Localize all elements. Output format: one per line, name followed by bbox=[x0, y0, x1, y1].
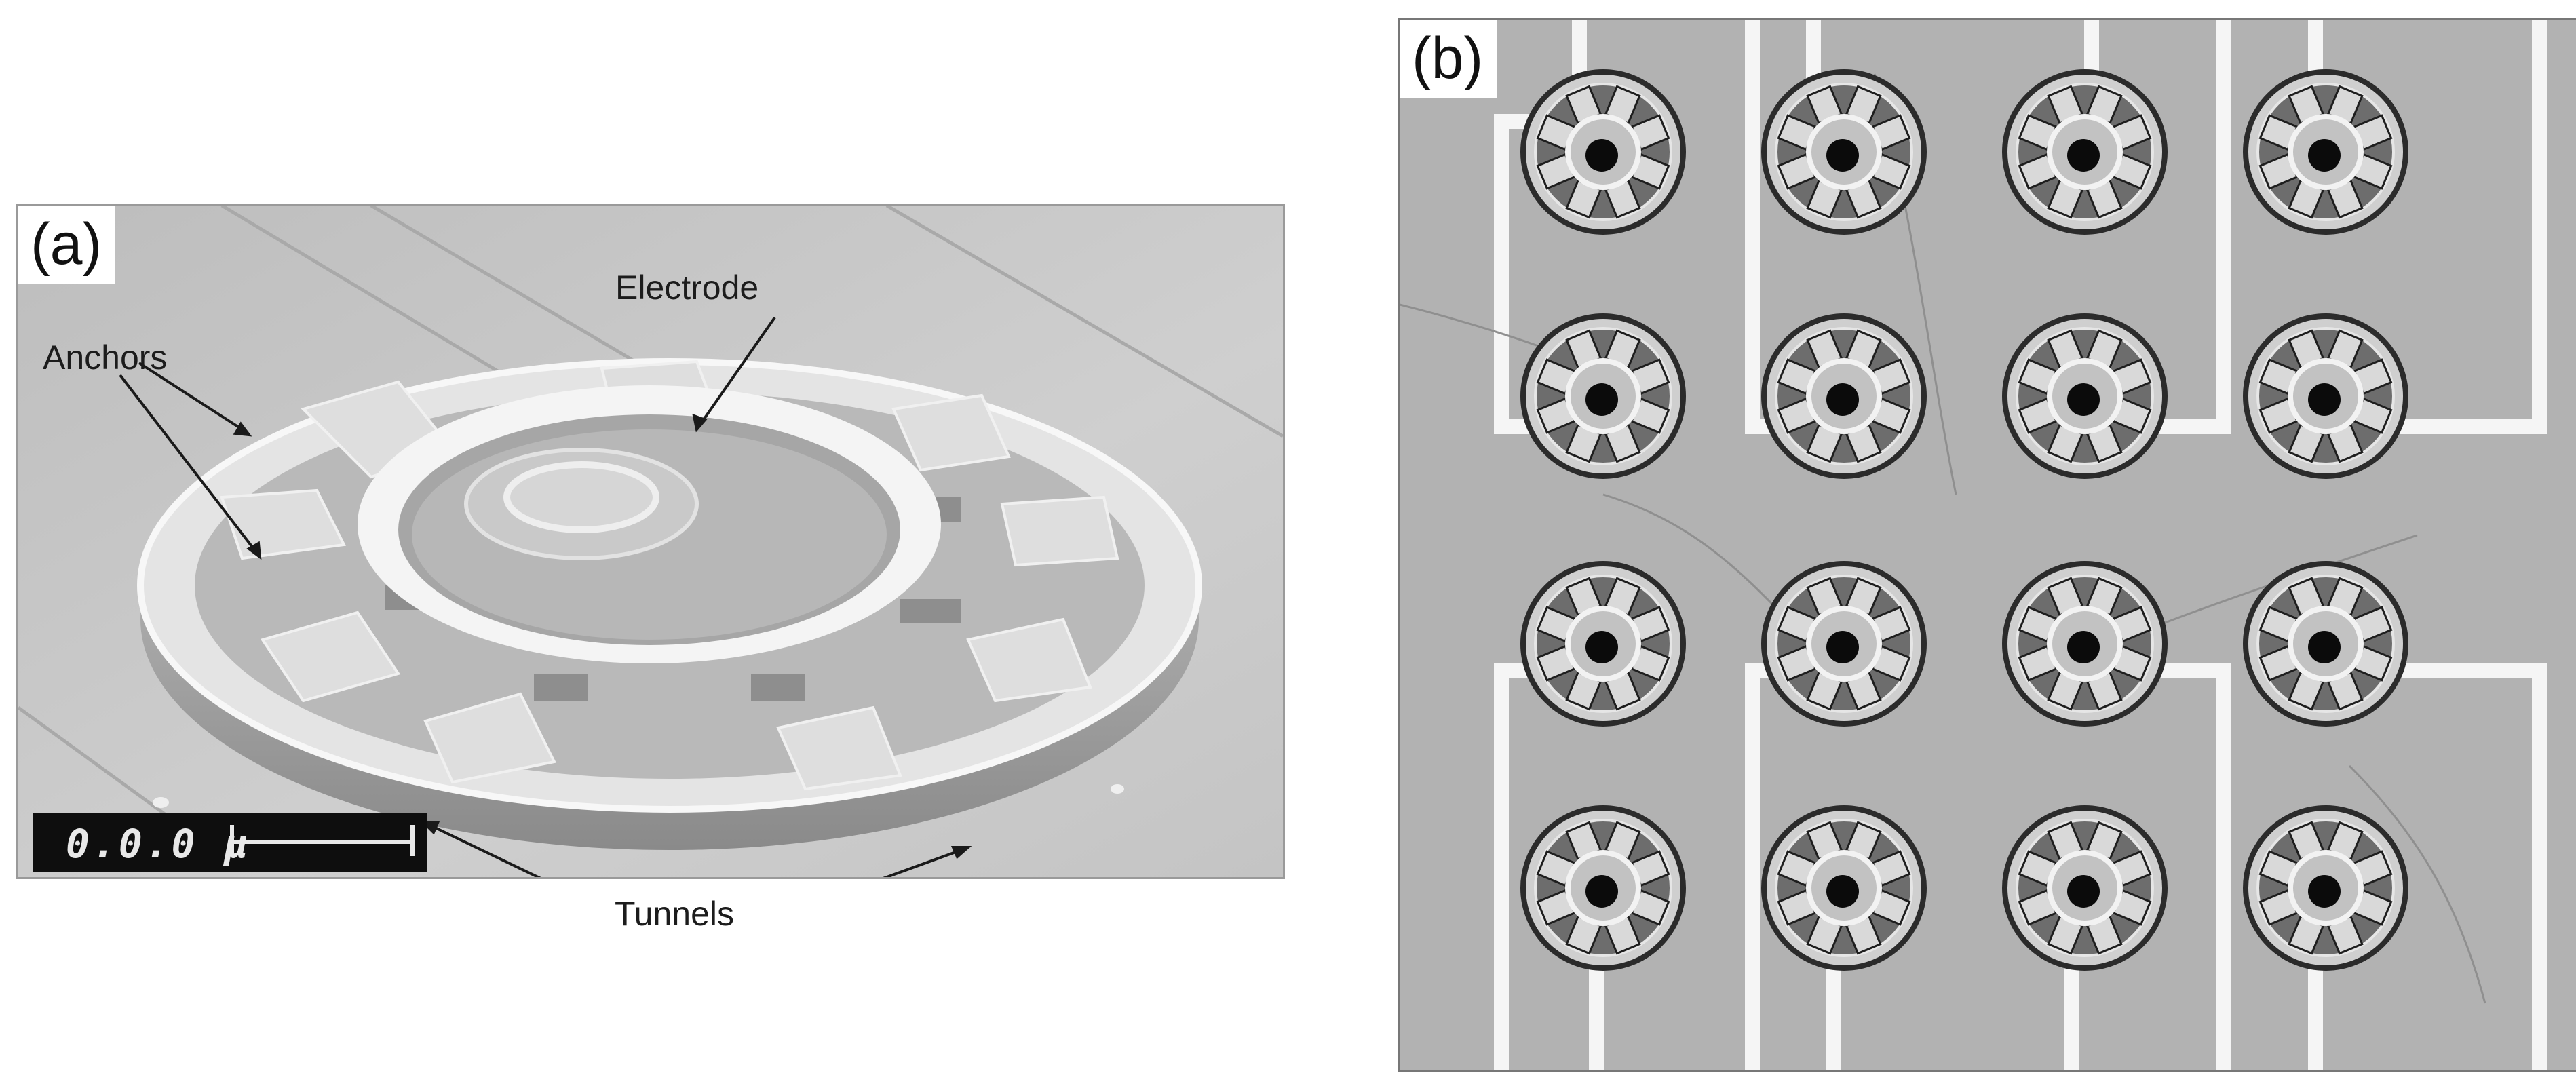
array-cell-3-2 bbox=[1761, 561, 1927, 727]
array-cell-2-1 bbox=[1520, 313, 1686, 479]
panel-b-letter: (b) bbox=[1400, 20, 1497, 98]
panel-a-letter: (a) bbox=[18, 206, 116, 284]
scale-bar-ruler bbox=[230, 840, 413, 844]
scale-bar: 0.0.0 μ bbox=[33, 813, 427, 872]
panel-a-sem-micrograph: (a) Electrode Anchors 0.0.0 μ bbox=[16, 204, 1285, 879]
array-cell-4-4 bbox=[2243, 805, 2408, 971]
array-cell-4-2 bbox=[1761, 805, 1927, 971]
tunnels-label: Tunnels bbox=[615, 895, 735, 933]
array-cell-3-1 bbox=[1520, 561, 1686, 727]
array-cell-1-2 bbox=[1761, 69, 1927, 235]
array-cell-2-4 bbox=[2243, 313, 2408, 479]
array-cell-2-3 bbox=[2002, 313, 2168, 479]
array-cell-1-3 bbox=[2002, 69, 2168, 235]
array-cell-1-1 bbox=[1520, 69, 1686, 235]
array-cell-2-2 bbox=[1761, 313, 1927, 479]
scale-bar-tick-right bbox=[410, 825, 415, 856]
array-cell-1-4 bbox=[2243, 69, 2408, 235]
panel-b-array-micrograph: (b) bbox=[1398, 18, 2576, 1072]
array-cell-4-1 bbox=[1520, 805, 1686, 971]
anchors-label: Anchors bbox=[43, 338, 168, 376]
scale-bar-tick-left bbox=[230, 825, 234, 856]
electrode-label: Electrode bbox=[615, 269, 759, 307]
scale-bar-text: 0.0.0 μ bbox=[66, 821, 251, 867]
array-cell-4-3 bbox=[2002, 805, 2168, 971]
panel-b-device-array bbox=[1400, 20, 2576, 1070]
array-cell-3-3 bbox=[2002, 561, 2168, 727]
panel-a-device-illustration bbox=[18, 206, 1283, 877]
array-cell-3-4 bbox=[2243, 561, 2408, 727]
